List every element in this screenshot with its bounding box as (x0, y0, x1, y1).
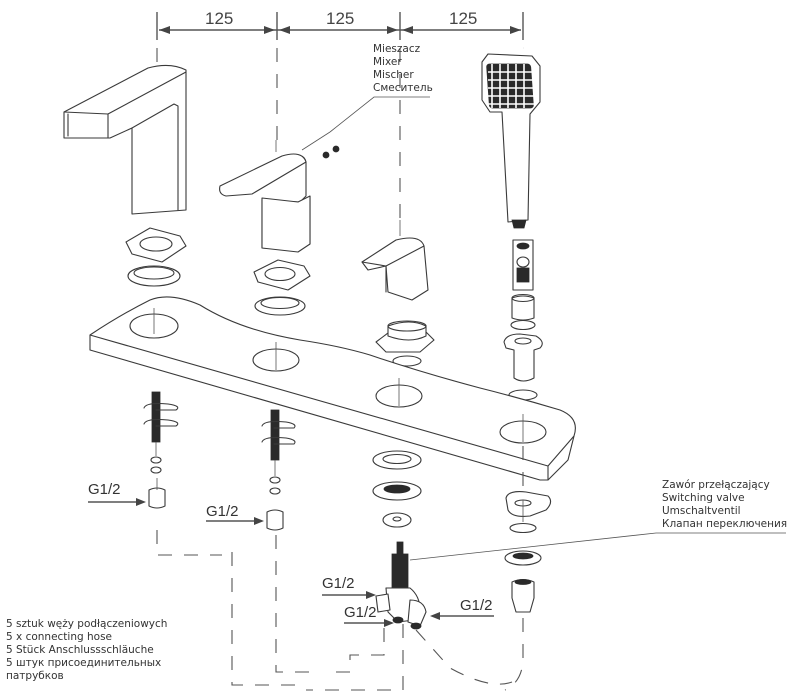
mixer-fixing-stud (261, 409, 296, 531)
connection-valve-right: G1/2 (430, 597, 494, 620)
callout-mixer: Mieszacz Mixer Mischer Смеситель (329, 43, 433, 133)
shower-under-deck-parts (504, 446, 552, 613)
svg-text:5 x connecting hose: 5 x connecting hose (6, 631, 112, 643)
svg-text:G1/2: G1/2 (322, 575, 355, 592)
connection-valve-lower: G1/2 (344, 604, 394, 627)
svg-text:5 штук присоединительных: 5 штук присоединительных (6, 657, 161, 669)
svg-text:5 Stück Anschlussschläuche: 5 Stück Anschlussschläuche (6, 644, 154, 656)
connection-left-spout: G1/2 (88, 481, 146, 506)
center-lines (156, 48, 401, 230)
shower-holder-parts (503, 293, 543, 401)
bath-spout-flange (125, 227, 187, 287)
shower-hose-connector (512, 239, 534, 291)
callout-hoses: 5 sztuk węży podłączeniowych 5 x connect… (6, 618, 167, 682)
dimension-label-3: 125 (449, 9, 477, 28)
shower-nozzle-grid (488, 64, 534, 108)
hose-runs (156, 530, 524, 691)
svg-text:Клапан переключения: Клапан переключения (662, 518, 787, 530)
bath-spout (63, 64, 187, 215)
svg-text:Switching valve: Switching valve (662, 492, 745, 504)
svg-text:Umschaltventil: Umschaltventil (662, 505, 741, 517)
svg-text:G1/2: G1/2 (460, 597, 493, 614)
left-fixing-stud (143, 391, 179, 509)
svg-text:Zawór przełączający: Zawór przełączający (662, 479, 770, 491)
valve-washers (372, 450, 422, 528)
dimension-label-2: 125 (326, 9, 354, 28)
svg-text:G1/2: G1/2 (344, 604, 377, 621)
svg-text:G1/2: G1/2 (206, 503, 239, 520)
svg-text:Смеситель: Смеситель (373, 82, 433, 94)
svg-text:Mixer: Mixer (373, 56, 402, 68)
switching-valve (375, 541, 427, 630)
hand-shower (481, 53, 541, 229)
svg-text:G1/2: G1/2 (88, 481, 121, 498)
diverter-flange (375, 320, 435, 367)
svg-text:Mieszacz: Mieszacz (373, 43, 421, 55)
diverter-handle (361, 220, 429, 301)
dimension-label-1: 125 (205, 9, 233, 28)
svg-text:5 sztuk węży podłączeniowych: 5 sztuk węży podłączeniowych (6, 618, 167, 630)
svg-text:Mischer: Mischer (373, 69, 414, 81)
mixer-lever (219, 131, 340, 253)
callout-switching-valve: Zawór przełączający Switching valve Umsc… (409, 479, 787, 561)
deck-plate (89, 296, 576, 481)
svg-text:патрубков: патрубков (6, 670, 64, 682)
connection-mixer: G1/2 (206, 503, 264, 525)
connection-valve-upper: G1/2 (322, 575, 376, 599)
dimension-line: 125 125 125 (156, 9, 524, 40)
mixer-flange (253, 259, 311, 316)
